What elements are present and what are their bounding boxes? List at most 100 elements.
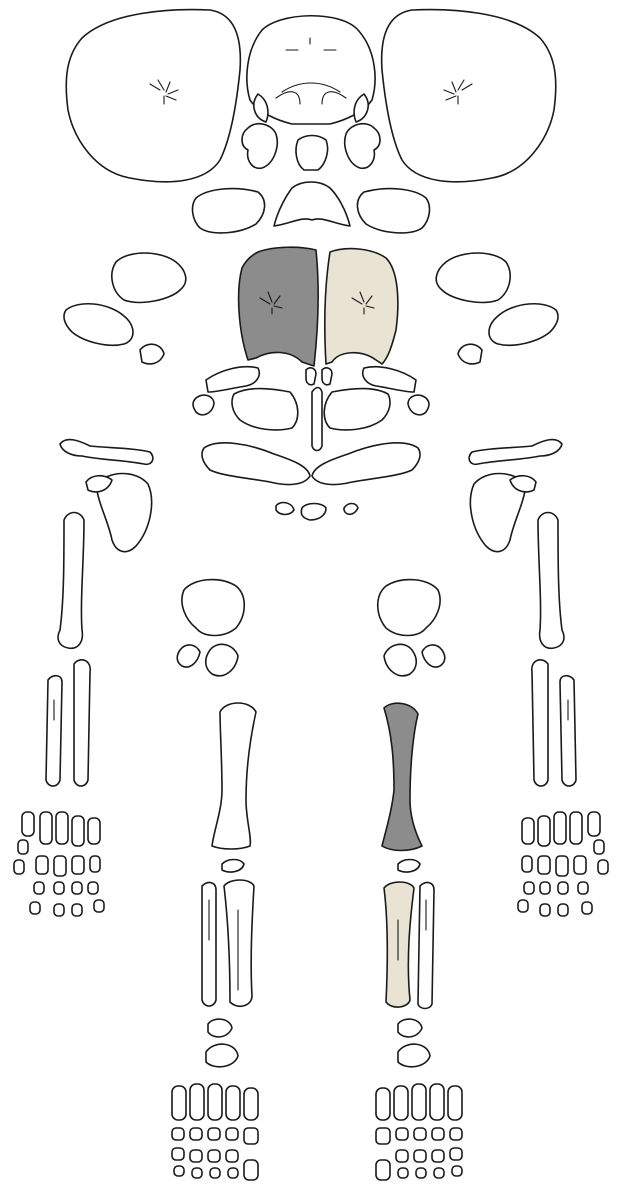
left-hand-metacarpal-2 xyxy=(40,812,52,844)
left-femur xyxy=(212,703,256,849)
left-foot-phalanx-9 xyxy=(226,1150,238,1162)
right-hand-phalanx-6 xyxy=(522,856,532,872)
right-hand-phalanx-8 xyxy=(558,882,568,894)
right-hand-metacarpal-1 xyxy=(588,812,600,836)
right-hand xyxy=(518,812,608,916)
left-calcaneus xyxy=(206,1044,238,1067)
left-foot-metatarsal-1 xyxy=(172,1086,186,1120)
left-hand-phalanx-10 xyxy=(88,882,98,894)
left-patella xyxy=(222,860,244,873)
left-foot-phalanx-3 xyxy=(208,1128,220,1140)
right-foot-phalanx-2 xyxy=(396,1128,408,1140)
right-foot-phalanx-5 xyxy=(450,1128,462,1140)
left-foot-phalanx-5 xyxy=(244,1128,258,1144)
right-foot-phalanx-7 xyxy=(396,1150,408,1162)
right-hand-metacarpal-3 xyxy=(554,812,566,844)
right-hand-phalanx-7 xyxy=(578,882,588,894)
left-leg xyxy=(177,580,256,1067)
left-foot-phalanx-11 xyxy=(174,1166,184,1176)
right-foot-metatarsal-2 xyxy=(394,1086,408,1120)
right-hand-phalanx-5 xyxy=(538,856,550,874)
right-parietal xyxy=(382,10,556,182)
right-foot-metatarsal-4 xyxy=(430,1084,444,1120)
left-rib-lower xyxy=(202,443,310,485)
left-foot-metatarsal-2 xyxy=(190,1084,204,1120)
right-foot-phalanx-8 xyxy=(414,1150,426,1162)
right-hand-phalanx-2 xyxy=(598,860,608,874)
right-hand-phalanx-1 xyxy=(594,840,604,854)
sternum xyxy=(312,388,322,451)
left-hand-phalanx-4 xyxy=(54,856,66,876)
right-pubis-1 xyxy=(422,645,445,667)
left-scapula-fragment xyxy=(232,389,298,430)
left-pubis-1 xyxy=(177,645,200,667)
left-foot-metatarsal-5 xyxy=(244,1088,258,1120)
left-hand-phalanx-9 xyxy=(72,882,82,894)
left-temporal-squama xyxy=(64,304,133,346)
left-foot-phalanx-2 xyxy=(190,1128,202,1140)
left-hand-phalanx-1 xyxy=(18,840,28,854)
left-hand-phalanx-12 xyxy=(54,904,64,916)
left-radius xyxy=(46,676,62,786)
right-talus xyxy=(398,1019,422,1037)
right-ear-ossicle xyxy=(458,344,482,364)
sphenoid xyxy=(296,136,328,171)
left-hand-metacarpal-4 xyxy=(72,816,84,846)
right-clavicle-fragment xyxy=(408,395,429,415)
right-humerus xyxy=(538,513,564,649)
right-foot-phalanx-11 xyxy=(398,1168,408,1178)
right-hand-metacarpal-2 xyxy=(570,812,582,844)
right-mandible xyxy=(436,253,510,302)
right-foot-phalanx-1 xyxy=(376,1128,390,1144)
left-foot-phalanx-10 xyxy=(244,1160,258,1180)
left-hand-phalanx-6 xyxy=(90,856,100,872)
vertebra-2 xyxy=(322,368,332,385)
left-hand-phalanx-7 xyxy=(34,882,44,894)
right-calcaneus xyxy=(398,1044,430,1067)
right-ulna xyxy=(532,660,548,786)
left-foot-phalanx-6 xyxy=(172,1148,184,1160)
left-foot-phalanx-7 xyxy=(190,1150,202,1162)
right-maxilla xyxy=(357,189,429,233)
right-rib-lower xyxy=(312,443,420,485)
left-ear-ossicle xyxy=(140,344,164,364)
left-hand xyxy=(14,812,104,916)
right-hand-phalanx-3 xyxy=(574,856,586,874)
left-hand-phalanx-5 xyxy=(72,856,84,874)
left-foot-metatarsal-4 xyxy=(226,1086,240,1120)
occipital-base xyxy=(274,182,350,226)
left-foot-phalanx-13 xyxy=(210,1168,220,1178)
left-ischium xyxy=(182,580,244,636)
right-foot-phalanx-12 xyxy=(416,1168,426,1178)
left-humerus xyxy=(58,513,84,649)
left-clavicle xyxy=(60,440,153,465)
left-tibia xyxy=(224,880,254,1006)
left-foot-phalanx-8 xyxy=(208,1150,220,1162)
left-hand-phalanx-2 xyxy=(14,860,24,874)
right-foot-phalanx-10 xyxy=(450,1148,462,1160)
left-hand-phalanx-3 xyxy=(36,856,48,874)
right-foot-phalanx-3 xyxy=(414,1128,426,1140)
right-foot-phalanx-4 xyxy=(432,1128,444,1140)
right-hand-phalanx-10 xyxy=(524,882,534,894)
left-talus xyxy=(208,1019,232,1037)
right-pubis-2 xyxy=(384,644,416,675)
right-patella xyxy=(398,860,420,873)
bone-shaft-lines xyxy=(54,700,568,990)
left-hand-phalanx-8 xyxy=(54,882,64,894)
left-foot-phalanx-14 xyxy=(228,1168,238,1178)
right-hand-metacarpal-4 xyxy=(538,816,550,846)
right-hand-metacarpal-5 xyxy=(522,818,534,844)
right-foot-phalanx-9 xyxy=(432,1150,444,1162)
right-hand-phalanx-9 xyxy=(540,882,550,894)
vertebra-1 xyxy=(306,368,316,385)
right-foot-phalanx-6 xyxy=(376,1160,390,1180)
left-hand-metacarpal-1 xyxy=(22,812,34,836)
right-leg xyxy=(378,580,445,1067)
coccyx-2 xyxy=(301,504,326,521)
pelvis-group xyxy=(193,247,429,520)
right-hand-phalanx-14 xyxy=(518,900,528,912)
skull-group xyxy=(66,10,556,233)
right-temporal xyxy=(345,124,380,169)
